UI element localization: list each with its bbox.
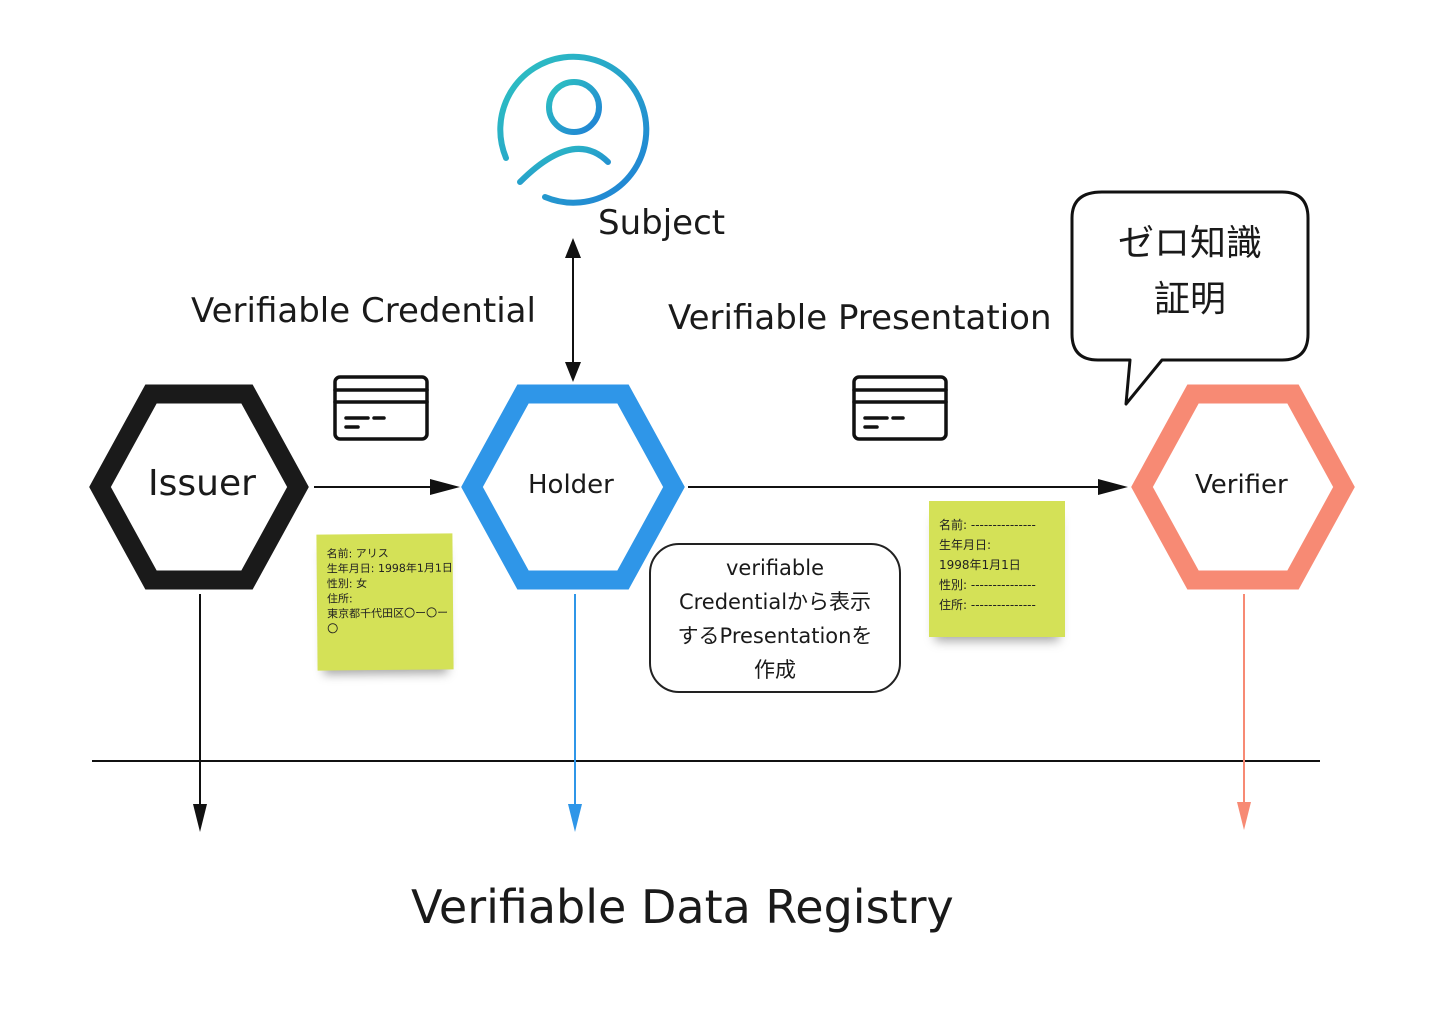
presentation-note-line: 名前: --------------- xyxy=(939,518,1036,532)
credential-note-line: 住所: xyxy=(326,592,353,606)
process-box-line: Credentialから表示 xyxy=(678,590,872,614)
registry-label: Verifiable Data Registry xyxy=(411,880,954,934)
user-circle-icon xyxy=(497,53,650,206)
presentation-note-line: 1998年1月1日 xyxy=(939,558,1021,572)
credential-note-line: 〇 xyxy=(327,622,339,636)
holder-hexagon[interactable] xyxy=(461,384,685,590)
process-box-line: 作成 xyxy=(754,658,796,682)
bubble-text: ゼロ知識 証明 xyxy=(1072,216,1308,328)
credential-note: 名前: アリス 生年月日: 1998年1月1日 性別: 女 住所: 東京都千代田… xyxy=(316,533,454,671)
process-box: verifiable Credentialから表示 するPresentation… xyxy=(649,543,901,693)
issuer-hexagon[interactable] xyxy=(89,384,309,590)
issuer-holder-arrow xyxy=(314,479,460,495)
presentation-card-icon xyxy=(852,375,948,441)
presentation-note-line: 生年月日: xyxy=(939,538,992,552)
holder-verifier-arrow xyxy=(688,479,1128,495)
verifier-label: Verifier xyxy=(1195,470,1288,500)
issuer-registry-arrow xyxy=(193,594,207,832)
subject-label: Subject xyxy=(598,203,726,243)
credential-edge-label: Verifiable Credential xyxy=(191,291,536,331)
credential-note-line: 名前: アリス xyxy=(326,546,389,561)
verifier-hexagon[interactable] xyxy=(1131,384,1355,590)
verifier-registry-arrow xyxy=(1237,594,1251,830)
process-box-line: するPresentationを xyxy=(677,624,873,648)
holder-registry-arrow xyxy=(568,594,582,832)
credential-note-line: 東京都千代田区〇ー〇ー xyxy=(327,606,449,621)
presentation-note-line: 性別: --------------- xyxy=(939,578,1036,592)
presentation-note: 名前: --------------- 生年月日: 1998年1月1日 性別: … xyxy=(929,501,1065,637)
holder-label: Holder xyxy=(528,470,614,500)
presentation-note-line: 住所: --------------- xyxy=(939,598,1036,612)
bubble-line-2: 証明 xyxy=(1153,279,1226,320)
credential-card-icon xyxy=(333,375,429,441)
issuer-label: Issuer xyxy=(148,463,256,504)
bubble-line-1: ゼロ知識 xyxy=(1117,223,1262,264)
process-box-line: verifiable xyxy=(726,556,824,580)
credential-note-line: 生年月日: 1998年1月1日 xyxy=(326,561,453,576)
credential-note-line: 性別: 女 xyxy=(326,577,368,591)
speech-bubble xyxy=(1070,190,1310,406)
presentation-edge-label: Verifiable Presentation xyxy=(668,298,1052,338)
subject-holder-arrow xyxy=(565,238,581,382)
